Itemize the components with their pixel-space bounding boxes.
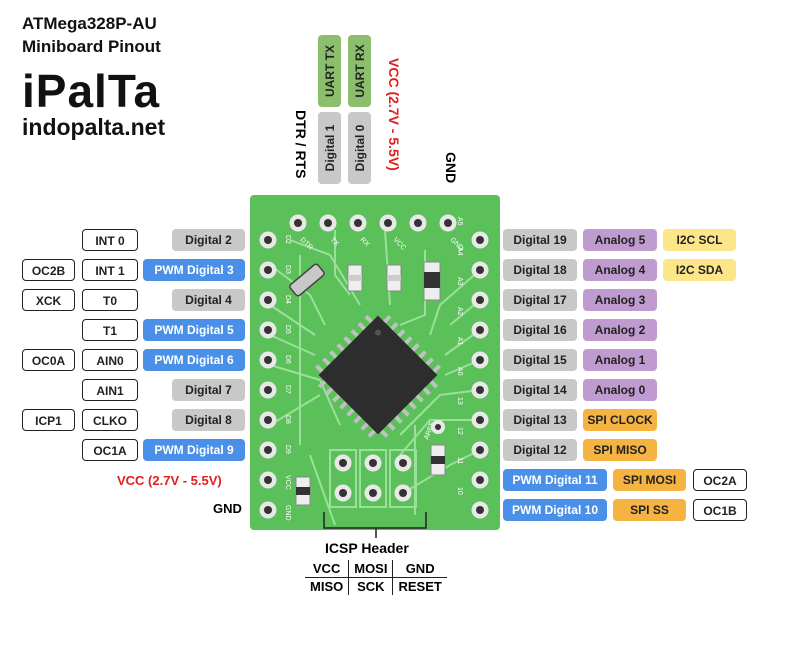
left-pin-label: Digital 4 bbox=[172, 289, 245, 311]
title-line2: Miniboard Pinout bbox=[22, 37, 161, 56]
left-extra-label: ICP1 bbox=[22, 409, 75, 431]
icsp-miso: MISO bbox=[305, 577, 350, 595]
right-extra-label: OC1B bbox=[693, 499, 747, 521]
analog-label: Analog 1 bbox=[583, 349, 657, 371]
uart-rx-label: UART RX bbox=[348, 35, 371, 107]
analog-label: Analog 5 bbox=[583, 229, 657, 251]
top-header-pins bbox=[289, 214, 457, 232]
right-pin-label: Digital 12 bbox=[503, 439, 577, 461]
title-line1: ATMega328P-AU bbox=[22, 14, 157, 33]
icsp-mosi: MOSI bbox=[348, 560, 394, 578]
svg-text:D2: D2 bbox=[284, 235, 291, 244]
icsp-reset: RESET bbox=[398, 579, 442, 594]
svg-text:A5: A5 bbox=[456, 217, 463, 226]
svg-text:D4: D4 bbox=[284, 295, 291, 304]
left-alt-label: CLKO bbox=[82, 409, 138, 431]
svg-text:10: 10 bbox=[456, 487, 463, 495]
uart-tx-label: UART TX bbox=[318, 35, 341, 107]
crystal bbox=[289, 263, 325, 297]
svg-text:D8: D8 bbox=[284, 415, 291, 424]
pcb-traces bbox=[269, 229, 481, 526]
left-extra-label: OC0A bbox=[22, 349, 75, 371]
top-vcc-label: VCC (2.7V - 5.5V) bbox=[386, 58, 402, 171]
svg-text:GND: GND bbox=[284, 505, 291, 521]
left-pin-label: PWM Digital 3 bbox=[143, 259, 245, 281]
side-header-pins bbox=[259, 231, 489, 519]
svg-text:A0: A0 bbox=[456, 367, 463, 376]
right-pin-label: PWM Digital 10 bbox=[503, 499, 607, 521]
icsp-bracket bbox=[323, 512, 427, 538]
svg-text:D3: D3 bbox=[284, 265, 291, 274]
analog-label: Analog 4 bbox=[583, 259, 657, 281]
right-pin-label: Digital 15 bbox=[503, 349, 577, 371]
left-pin-label: Digital 7 bbox=[172, 379, 245, 401]
svg-text:D9: D9 bbox=[284, 445, 291, 454]
analog-label: Analog 0 bbox=[583, 379, 657, 401]
analog-label: Analog 3 bbox=[583, 289, 657, 311]
left-alt-label: AIN0 bbox=[82, 349, 138, 371]
left-pin-label: Digital 2 bbox=[172, 229, 245, 251]
digital0-label: Digital 0 bbox=[348, 112, 371, 184]
left-vcc-label: VCC (2.7V - 5.5V) bbox=[117, 473, 222, 488]
right-pin-label: Digital 14 bbox=[503, 379, 577, 401]
svg-text:A3: A3 bbox=[456, 277, 463, 286]
left-alt-label: INT 0 bbox=[82, 229, 138, 251]
left-pin-label: PWM Digital 9 bbox=[143, 439, 245, 461]
icsp-vcc: VCC bbox=[305, 560, 350, 578]
i2c-label: I2C SDA bbox=[663, 259, 736, 281]
i2c-label: I2C SCL bbox=[663, 229, 736, 251]
left-pin-label: PWM Digital 5 bbox=[143, 319, 245, 341]
left-alt-label: AIN1 bbox=[82, 379, 138, 401]
svg-text:A4: A4 bbox=[456, 247, 463, 256]
dtr-rts-label: DTR / RTS bbox=[293, 110, 309, 179]
svg-text:11: 11 bbox=[456, 457, 463, 464]
right-extra-label: OC2A bbox=[693, 469, 747, 491]
analog-label: Analog 2 bbox=[583, 319, 657, 341]
spi-label: SPI MOSI bbox=[613, 469, 686, 491]
icsp-sck: SCK bbox=[348, 577, 394, 595]
right-pin-label: PWM Digital 11 bbox=[503, 469, 607, 491]
left-gnd-label: GND bbox=[213, 501, 242, 516]
svg-text:D6: D6 bbox=[284, 355, 291, 364]
left-alt-label: T0 bbox=[82, 289, 138, 311]
svg-text:12: 12 bbox=[456, 427, 463, 435]
left-extra-label: XCK bbox=[22, 289, 75, 311]
left-pin-label: Digital 8 bbox=[172, 409, 245, 431]
right-pin-label: Digital 17 bbox=[503, 289, 577, 311]
svg-text:TX: TX bbox=[329, 236, 341, 248]
left-alt-label: T1 bbox=[82, 319, 138, 341]
svg-text:D7: D7 bbox=[284, 385, 291, 394]
left-pin-label: PWM Digital 6 bbox=[143, 349, 245, 371]
icsp-gnd: GND bbox=[392, 560, 447, 578]
left-alt-label: INT 1 bbox=[82, 259, 138, 281]
svg-text:A2: A2 bbox=[456, 307, 463, 316]
svg-text:VCC: VCC bbox=[284, 475, 291, 490]
digital1-label: Digital 1 bbox=[318, 112, 341, 184]
top-gnd-label: GND bbox=[443, 152, 459, 184]
right-pin-label: Digital 19 bbox=[503, 229, 577, 251]
site-url: indopalta.net bbox=[22, 114, 166, 140]
right-pin-label: Digital 13 bbox=[503, 409, 577, 431]
brand-logo: iPalTa bbox=[22, 65, 161, 117]
spi-label: SPI MISO bbox=[583, 439, 657, 461]
right-pin-label: Digital 16 bbox=[503, 319, 577, 341]
right-pin-label: Digital 18 bbox=[503, 259, 577, 281]
spi-label: SPI SS bbox=[613, 499, 686, 521]
icsp-table: VCC MOSI GND MISO SCK RESET bbox=[305, 560, 447, 595]
spi-label: SPI CLOCK bbox=[583, 409, 657, 431]
left-extra-label: OC2B bbox=[22, 259, 75, 281]
svg-text:13: 13 bbox=[456, 397, 463, 405]
left-alt-label: OC1A bbox=[82, 439, 138, 461]
svg-text:D5: D5 bbox=[284, 325, 291, 334]
icsp-title: ICSP Header bbox=[325, 540, 409, 556]
icsp-pins bbox=[329, 449, 417, 508]
svg-text:A1: A1 bbox=[456, 337, 463, 346]
